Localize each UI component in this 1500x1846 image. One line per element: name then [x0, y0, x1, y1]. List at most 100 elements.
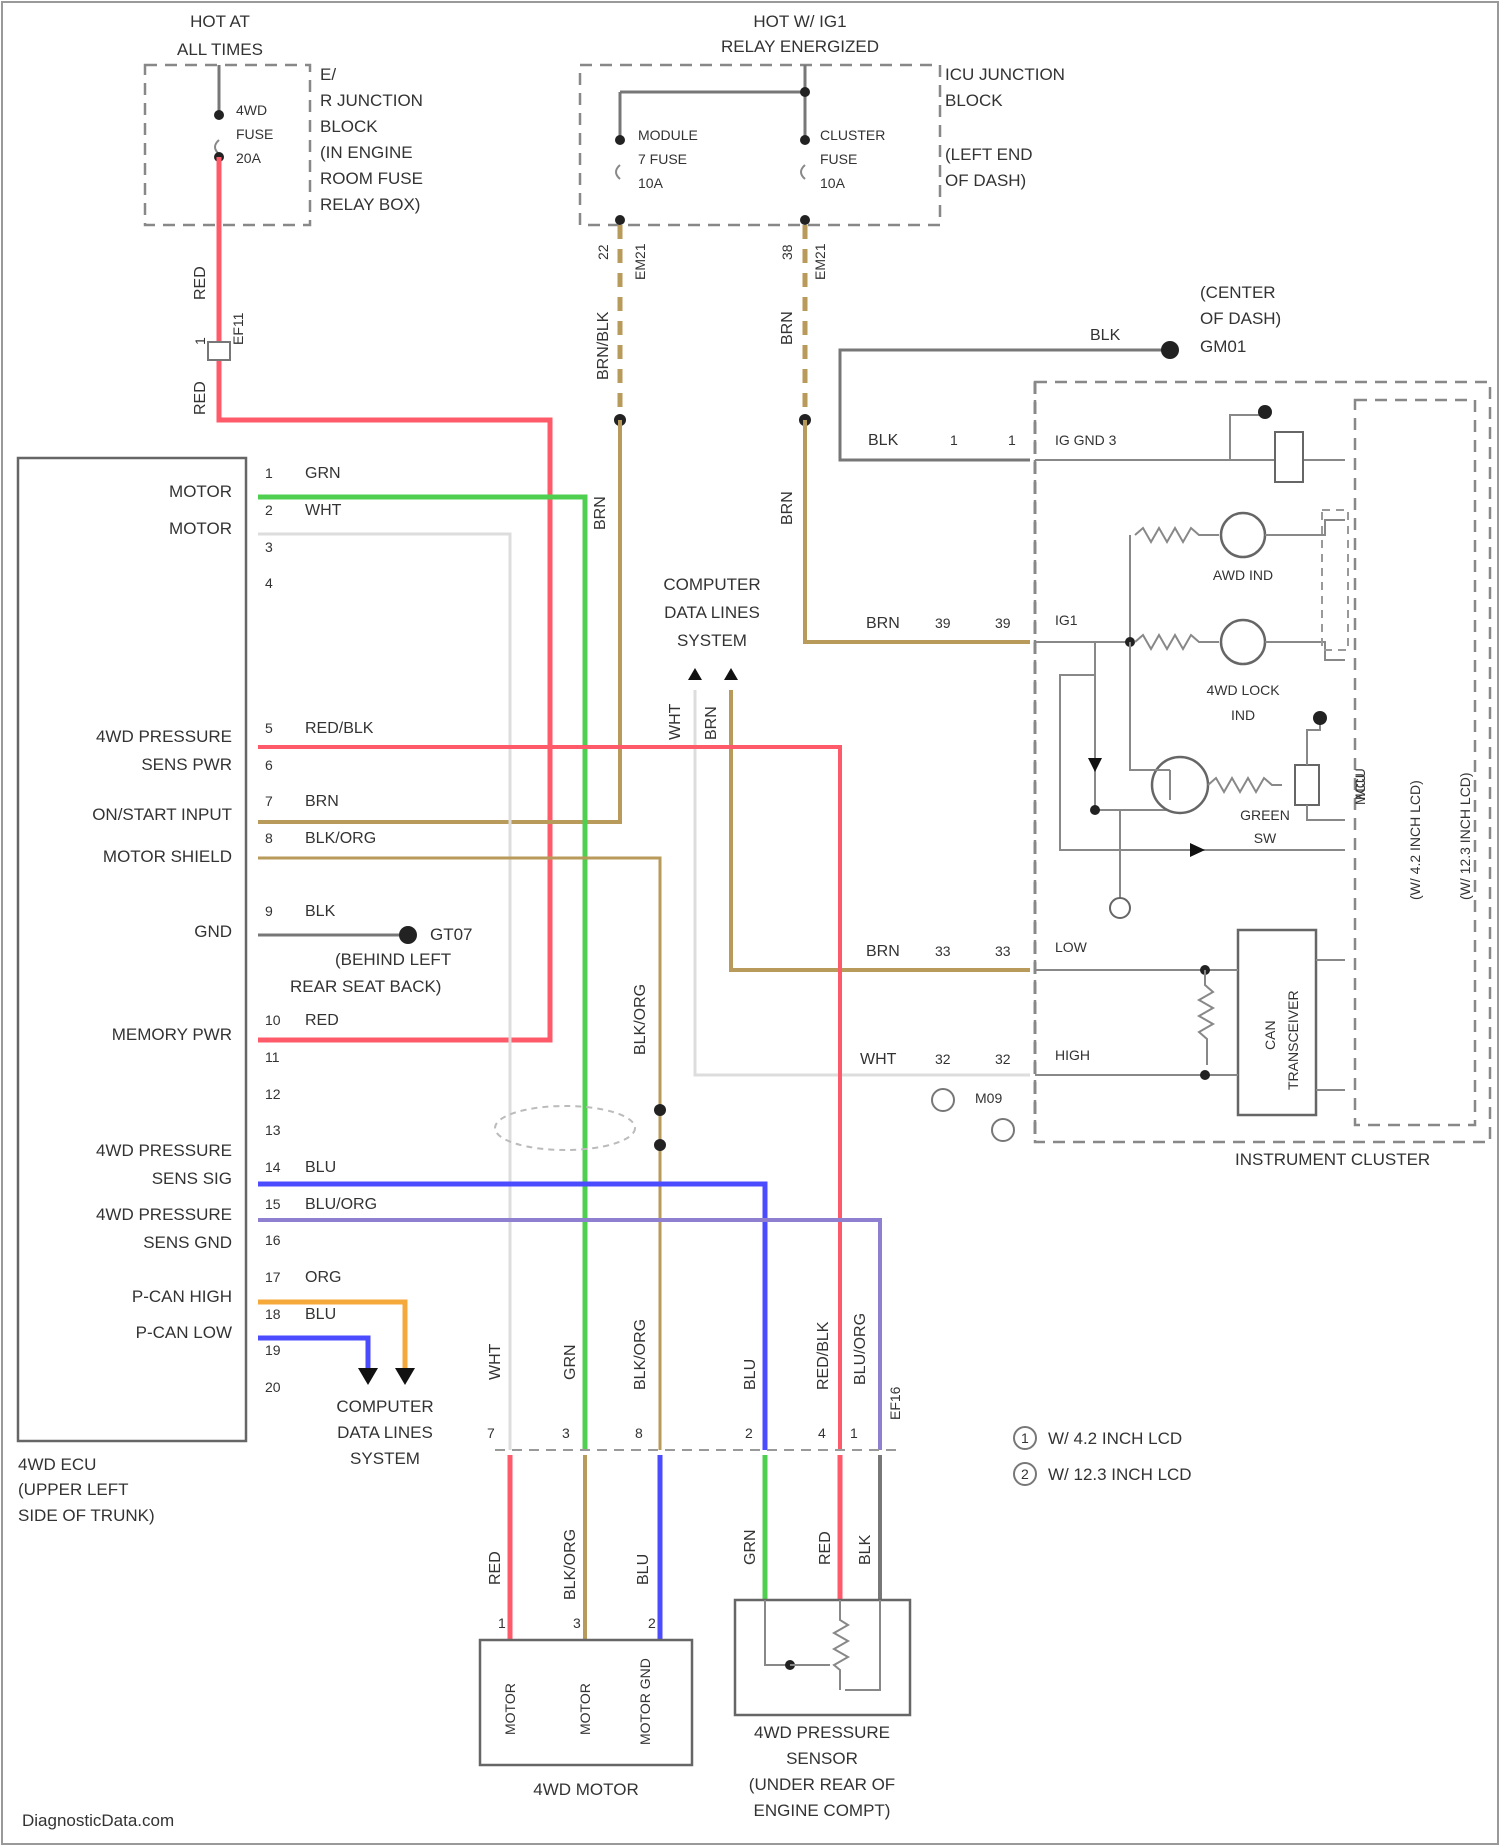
ecu-caption: 4WD ECU	[18, 1455, 96, 1474]
svg-text:3: 3	[562, 1425, 570, 1441]
ecu-wire-colors: GRN WHT RED/BLK BRN BLK/ORG BLK RED BLU …	[305, 465, 377, 1323]
svg-text:4WD PRESSURE: 4WD PRESSURE	[96, 727, 232, 746]
svg-text:GRN: GRN	[742, 1529, 759, 1565]
engine-room-fuse-block: 4WD FUSE 20A E/ R JUNCTION BLOCK (IN ENG…	[145, 65, 423, 225]
svg-text:7: 7	[487, 1425, 495, 1441]
svg-text:BLK: BLK	[868, 432, 899, 449]
svg-text:19: 19	[265, 1342, 281, 1358]
svg-text:(UPPER LEFT: (UPPER LEFT	[18, 1480, 129, 1499]
svg-text:4WD PRESSURE: 4WD PRESSURE	[754, 1723, 890, 1742]
ecu-pin-names: MOTOR MOTOR 4WD PRESSURE SENS PWR ON/STA…	[92, 482, 232, 1342]
svg-text:M09: M09	[975, 1090, 1002, 1106]
svg-text:10A: 10A	[820, 175, 846, 191]
svg-text:BLK/ORG: BLK/ORG	[632, 1319, 649, 1390]
computer-data-lines-bottom: COMPUTER DATA LINES SYSTEM	[336, 1397, 433, 1468]
svg-text:(IN ENGINE: (IN ENGINE	[320, 143, 413, 162]
svg-text:39: 39	[995, 615, 1011, 631]
svg-text:RELAY BOX): RELAY BOX)	[320, 195, 420, 214]
svg-text:EF16: EF16	[887, 1386, 903, 1420]
svg-text:1: 1	[192, 337, 208, 345]
svg-text:COMPUTER: COMPUTER	[336, 1397, 433, 1416]
wire-blkorg-shield	[258, 858, 660, 1450]
svg-text:BRN: BRN	[866, 615, 900, 632]
svg-text:6: 6	[265, 757, 273, 773]
lcd-legend: 1 W/ 4.2 INCH LCD 2 W/ 12.3 INCH LCD	[1014, 1427, 1192, 1485]
svg-text:HOT AT: HOT AT	[190, 12, 250, 31]
svg-text:8: 8	[265, 830, 273, 846]
svg-text:(LEFT END: (LEFT END	[945, 145, 1033, 164]
svg-text:1: 1	[265, 465, 273, 481]
svg-text:BLOCK: BLOCK	[320, 117, 378, 136]
svg-text:MOTOR: MOTOR	[577, 1683, 593, 1735]
svg-text:BLU: BLU	[305, 1159, 336, 1176]
svg-text:15: 15	[265, 1196, 281, 1212]
svg-text:4WD PRESSURE: 4WD PRESSURE	[96, 1141, 232, 1160]
svg-text:13: 13	[265, 1122, 281, 1138]
awd-ind-lamp-icon	[1221, 513, 1265, 557]
hot-relay-label: HOT W/ IG1 RELAY ENERGIZED	[721, 12, 879, 56]
hot-at-all-times-label: HOT AT ALL TIMES	[177, 12, 263, 59]
4wd-ecu: 4WD ECU (UPPER LEFT SIDE OF TRUNK)	[18, 458, 246, 1525]
svg-text:E/: E/	[320, 65, 336, 84]
svg-text:4WD LOCK: 4WD LOCK	[1206, 682, 1280, 698]
svg-text:BLK: BLK	[305, 903, 336, 920]
svg-text:CAN: CAN	[1262, 1020, 1278, 1050]
svg-text:BRN: BRN	[305, 793, 339, 810]
svg-text:COMPUTER: COMPUTER	[663, 575, 760, 594]
svg-text:5: 5	[265, 720, 273, 736]
svg-text:AWD IND: AWD IND	[1213, 567, 1273, 583]
arrow-up-icon	[724, 668, 738, 680]
svg-text:(CENTER: (CENTER	[1200, 283, 1276, 302]
svg-text:BLK/ORG: BLK/ORG	[632, 984, 649, 1055]
instrument-cluster: INSTRUMENT CLUSTER IG GND 3 IG1 LOW HIGH…	[1035, 382, 1490, 1169]
svg-text:2: 2	[648, 1615, 656, 1631]
svg-text:20: 20	[265, 1379, 281, 1395]
svg-text:RED: RED	[192, 381, 209, 415]
instrument-cluster-label: INSTRUMENT CLUSTER	[1235, 1150, 1430, 1169]
svg-text:39: 39	[935, 615, 951, 631]
svg-text:20A: 20A	[236, 150, 262, 166]
svg-text:17: 17	[265, 1269, 281, 1285]
svg-text:BLK: BLK	[857, 1534, 874, 1565]
ground-gm01-icon	[1161, 341, 1179, 359]
svg-text:10: 10	[265, 1012, 281, 1028]
svg-text:2: 2	[265, 502, 273, 518]
lcd-variant-1-icon	[932, 1089, 954, 1111]
svg-text:EM21: EM21	[812, 243, 828, 280]
svg-text:OF DASH): OF DASH)	[1200, 309, 1281, 328]
svg-text:HOT W/ IG1: HOT W/ IG1	[753, 12, 846, 31]
svg-text:ALL TIMES: ALL TIMES	[177, 40, 263, 59]
svg-text:ENGINE COMPT): ENGINE COMPT)	[754, 1801, 891, 1820]
svg-text:14: 14	[265, 1159, 281, 1175]
svg-text:LOW: LOW	[1055, 939, 1088, 955]
icu-junction-block: MODULE 7 FUSE 10A CLUSTER FUSE 10A ICU J…	[580, 65, 1065, 225]
svg-text:38: 38	[779, 244, 795, 260]
svg-text:1: 1	[850, 1425, 858, 1441]
svg-text:33: 33	[995, 943, 1011, 959]
svg-text:DATA LINES: DATA LINES	[337, 1423, 433, 1442]
svg-text:FUSE: FUSE	[820, 151, 857, 167]
svg-text:IND: IND	[1231, 707, 1255, 723]
svg-text:(BEHIND LEFT: (BEHIND LEFT	[335, 950, 451, 969]
svg-text:22: 22	[595, 244, 611, 260]
svg-text:WHT: WHT	[487, 1343, 504, 1380]
svg-text:W/ 4.2 INCH LCD: W/ 4.2 INCH LCD	[1048, 1429, 1182, 1448]
svg-text:4WD PRESSURE: 4WD PRESSURE	[96, 1205, 232, 1224]
svg-text:SENS SIG: SENS SIG	[152, 1169, 232, 1188]
svg-text:8: 8	[635, 1425, 643, 1441]
svg-text:REAR SEAT BACK): REAR SEAT BACK)	[290, 977, 441, 996]
svg-text:ICU JUNCTION: ICU JUNCTION	[945, 65, 1065, 84]
svg-text:BLK/ORG: BLK/ORG	[562, 1529, 579, 1600]
svg-text:GREEN: GREEN	[1240, 807, 1290, 823]
svg-text:GM01: GM01	[1200, 337, 1246, 356]
svg-text:RED: RED	[305, 1012, 339, 1029]
svg-text:WHT: WHT	[860, 1051, 897, 1068]
svg-text:RELAY ENERGIZED: RELAY ENERGIZED	[721, 37, 879, 56]
svg-text:BLK: BLK	[1090, 327, 1121, 344]
svg-text:BRN: BRN	[866, 943, 900, 960]
arrow-down-icon	[358, 1368, 378, 1385]
lcd-variant-2-icon	[992, 1119, 1014, 1141]
svg-text:RED/BLK: RED/BLK	[815, 1321, 832, 1390]
svg-text:R JUNCTION: R JUNCTION	[320, 91, 423, 110]
